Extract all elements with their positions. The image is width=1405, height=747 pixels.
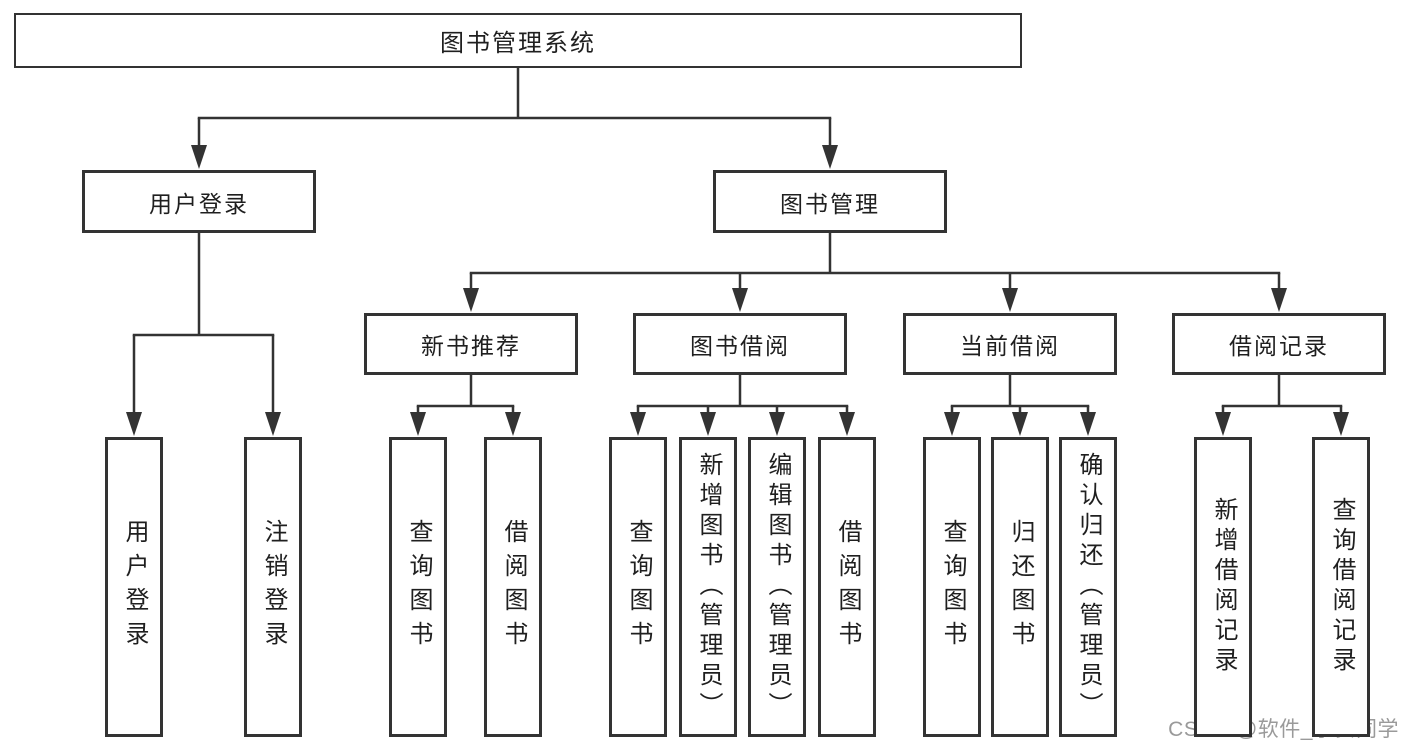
- node-leaf-query-record: 查询借阅记录: [1312, 437, 1370, 737]
- node-label: 查询借阅记录: [1328, 497, 1355, 677]
- node-leaf-query-book-3: 查询图书: [923, 437, 981, 737]
- node-new-book-rec: 新书推荐: [364, 313, 578, 375]
- node-label: 查询图书: [625, 519, 652, 655]
- node-borrow-records: 借阅记录: [1172, 313, 1386, 375]
- node-label: 用户登录: [149, 190, 249, 217]
- node-label: 查询图书: [405, 519, 432, 655]
- node-label: 注销登录: [260, 519, 287, 655]
- node-label: 新增图书（管理员）: [695, 452, 722, 722]
- node-label: 归还图书: [1007, 519, 1034, 655]
- node-label: 查询图书: [939, 519, 966, 655]
- node-leaf-add-record: 新增借阅记录: [1194, 437, 1252, 737]
- node-leaf-add-book: 新增图书（管理员）: [679, 437, 737, 737]
- node-current-borrow: 当前借阅: [903, 313, 1117, 375]
- node-leaf-user-login: 用户登录: [105, 437, 163, 737]
- node-leaf-borrow-book-1: 借阅图书: [484, 437, 542, 737]
- node-leaf-confirm-return: 确认归还（管理员）: [1059, 437, 1117, 737]
- node-label: 确认归还（管理员）: [1075, 452, 1102, 722]
- node-label: 编辑图书（管理员）: [764, 452, 791, 722]
- node-leaf-borrow-book-2: 借阅图书: [818, 437, 876, 737]
- node-label: 用户登录: [121, 519, 148, 655]
- node-label: 图书借阅: [690, 333, 790, 359]
- node-root: 图书管理系统: [14, 13, 1022, 68]
- node-label: 图书管理: [780, 190, 880, 217]
- node-label: 新增借阅记录: [1210, 497, 1237, 677]
- node-label: 借阅图书: [500, 519, 527, 655]
- node-leaf-edit-book: 编辑图书（管理员）: [748, 437, 806, 737]
- node-leaf-logout: 注销登录: [244, 437, 302, 737]
- node-leaf-query-book-2: 查询图书: [609, 437, 667, 737]
- node-label: 图书管理系统: [440, 30, 596, 57]
- node-label: 借阅图书: [834, 519, 861, 655]
- node-label: 借阅记录: [1229, 333, 1329, 359]
- node-label: 新书推荐: [421, 333, 521, 359]
- node-book-borrow: 图书借阅: [633, 313, 847, 375]
- node-leaf-return-book: 归还图书: [991, 437, 1049, 737]
- node-label: 当前借阅: [960, 333, 1060, 359]
- node-leaf-query-book-1: 查询图书: [389, 437, 447, 737]
- node-user-login: 用户登录: [82, 170, 316, 233]
- node-book-mgmt: 图书管理: [713, 170, 947, 233]
